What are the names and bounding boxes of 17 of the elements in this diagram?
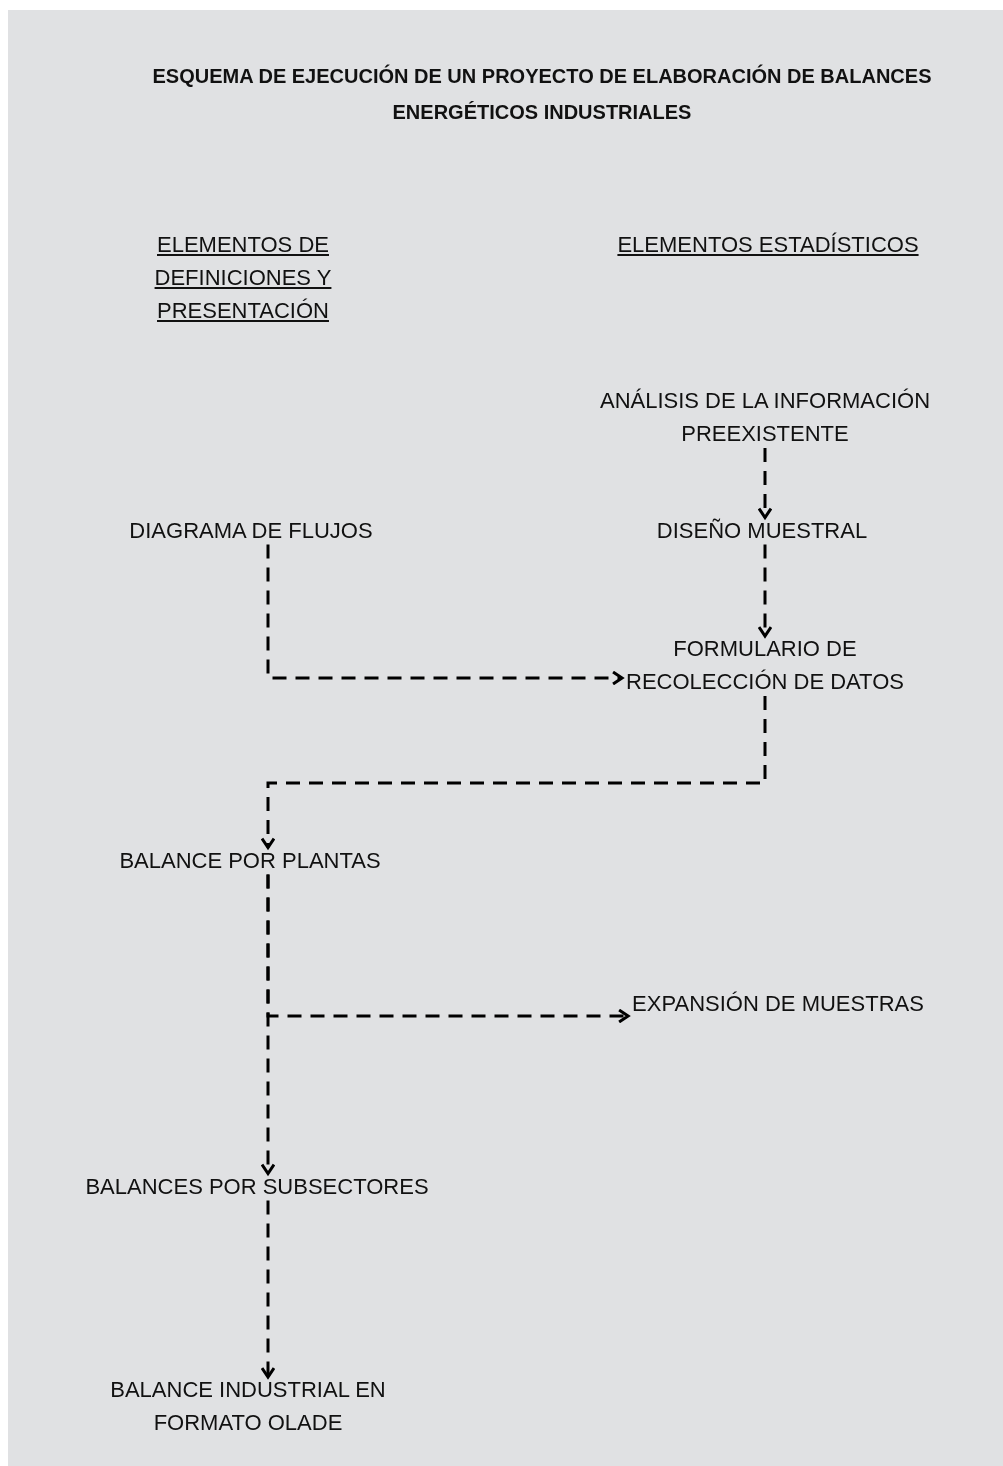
dashed-arrow (757, 448, 773, 519)
diagram-title: ESQUEMA DE EJECUCIÓN DE UN PROYECTO DE ELABORACIÓN DE BALANCES ENERGÉTICOS INDUSTRIALES (151, 63, 933, 125)
dashed-arrow (757, 544, 773, 638)
column-heading: ELEMENTOS DE DEFINICIONES Y PRESENTACIÓN (153, 231, 333, 325)
dashed-arrow (266, 544, 624, 686)
step-label: FORMULARIO DE RECOLECCIÓN DE DATOS (605, 632, 925, 698)
step-label: EXPANSIÓN DE MUESTRAS (613, 986, 943, 1020)
step-label: DISEÑO MUESTRAL (612, 513, 912, 547)
dashed-arrow (260, 1200, 276, 1379)
step-label: BALANCES POR SUBSECTORES (57, 1169, 457, 1203)
dashed-arrow (266, 874, 630, 1024)
step-label: BALANCE INDUSTRIAL EN FORMATO OLADE (98, 1373, 398, 1439)
step-label: BALANCE POR PLANTAS (90, 843, 410, 877)
column-heading: ELEMENTOS ESTADÍSTICOS (616, 231, 920, 259)
step-label: ANÁLISIS DE LA INFORMACIÓN PREEXISTENTE (595, 384, 935, 450)
dashed-arrow (260, 696, 767, 849)
step-label: DIAGRAMA DE FLUJOS (101, 513, 401, 547)
